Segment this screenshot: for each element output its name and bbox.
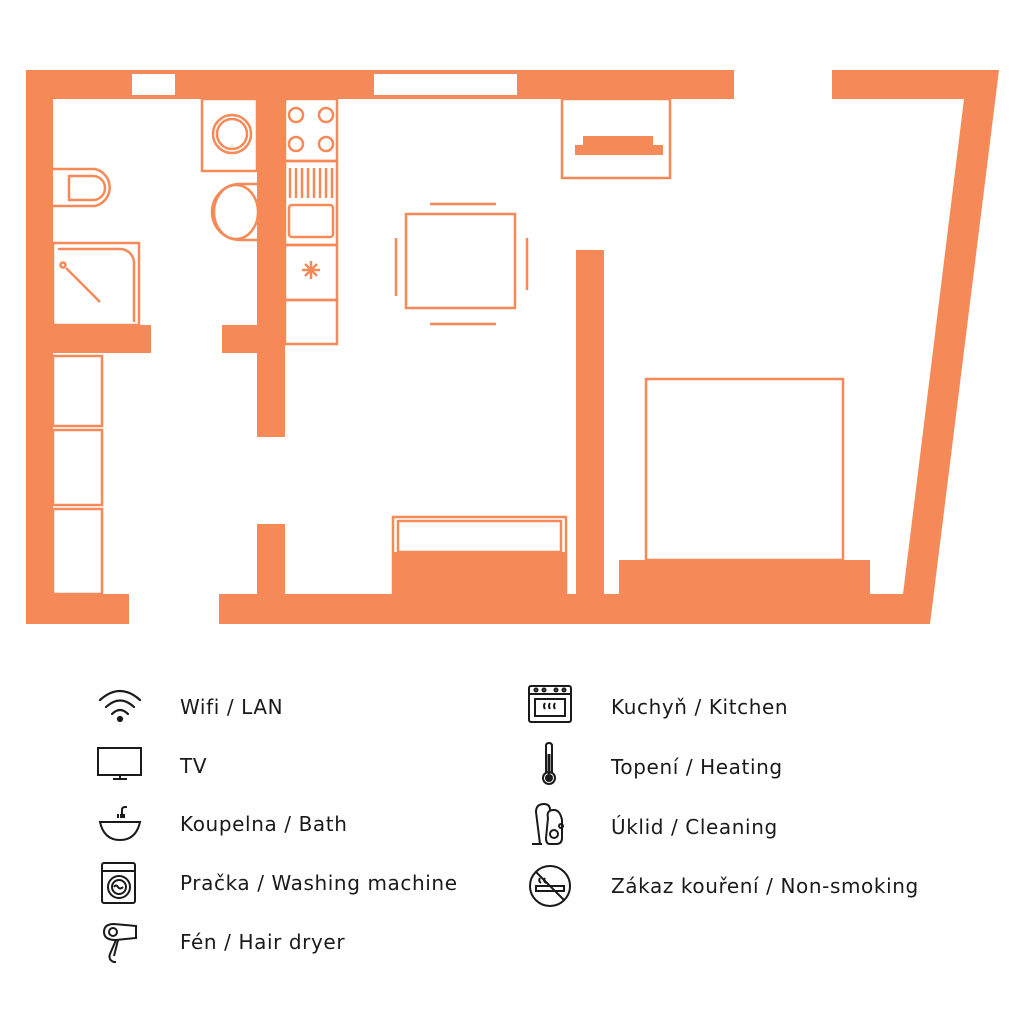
bath-sink-bowl (212, 183, 260, 241)
wall-bath-stub-right (222, 325, 257, 353)
washing-machine-icon (101, 862, 136, 904)
shower-head (59, 261, 67, 269)
washing-machine-drum-outer (211, 113, 253, 155)
wardrobe-cell-3 (51, 507, 104, 596)
window-bath (130, 72, 177, 97)
kitchen-sink-unit (283, 159, 339, 247)
bed (644, 377, 845, 562)
shower-inner (58, 247, 136, 322)
wall-bedroom-partition (576, 250, 604, 594)
hair-dryer-icon (102, 922, 137, 963)
legend-label-wifi: Wifi / LAN (180, 695, 284, 719)
legend-label-kitchen: Kuchyň / Kitchen (611, 695, 789, 719)
cooktop-burner-2 (317, 106, 335, 124)
legend-label-hair-dryer: Fén / Hair dryer (180, 930, 346, 954)
tv-stand (575, 145, 663, 155)
tv-icon (97, 747, 142, 780)
toilet-seat (67, 174, 107, 202)
bed-base (619, 560, 870, 594)
cooktop-burner-4 (317, 135, 335, 153)
sofa (391, 515, 568, 596)
wardrobe-cell-1 (51, 354, 104, 428)
no-smoking-icon (529, 865, 571, 907)
wifi-icon (98, 689, 142, 723)
wall-bottom-left (26, 594, 129, 624)
dining-table (404, 212, 517, 310)
legend-label-cleaning: Úklid / Cleaning (611, 815, 778, 839)
legend-label-bath: Koupelna / Bath (180, 812, 348, 836)
kitchen-cabinet (283, 298, 339, 346)
bathtub-icon (98, 806, 142, 842)
wall-left (26, 70, 53, 624)
snowflake-icon (304, 263, 318, 277)
tv-cabinet (560, 97, 672, 180)
wall-divider-lower (257, 524, 285, 594)
kitchen-sink-basin (287, 203, 335, 239)
wall-bath-stub-left (53, 325, 151, 353)
shower-drain-line (65, 267, 101, 303)
legend-label-heating: Topení / Heating (611, 755, 783, 779)
tv-screen (583, 136, 653, 145)
wall-top-right-and-slanted (832, 70, 999, 624)
wall-bottom-main (219, 594, 930, 624)
cooktop-burner-1 (287, 106, 305, 124)
stove-icon (528, 685, 572, 723)
washing-machine-drum-inner (215, 117, 249, 151)
wall-bath-kitchen-divider (257, 99, 285, 437)
cooktop-burner-3 (287, 135, 305, 153)
legend-label-tv: TV (180, 754, 208, 778)
wardrobe-cell-2 (51, 428, 104, 507)
legend-label-non-smoking: Zákaz kouření / Non-smoking (611, 874, 919, 898)
washing-machine (200, 97, 259, 173)
floor-plan (26, 70, 999, 624)
toilet (53, 167, 111, 208)
shower-tray (51, 241, 141, 327)
thermometer-icon (542, 742, 556, 785)
sofa-base (393, 552, 566, 594)
legend-label-washing-machine: Pračka / Washing machine (180, 871, 458, 895)
window-kitchen (372, 72, 519, 97)
vacuum-cleaner-icon (532, 802, 564, 845)
sofa-cushion (396, 519, 563, 554)
